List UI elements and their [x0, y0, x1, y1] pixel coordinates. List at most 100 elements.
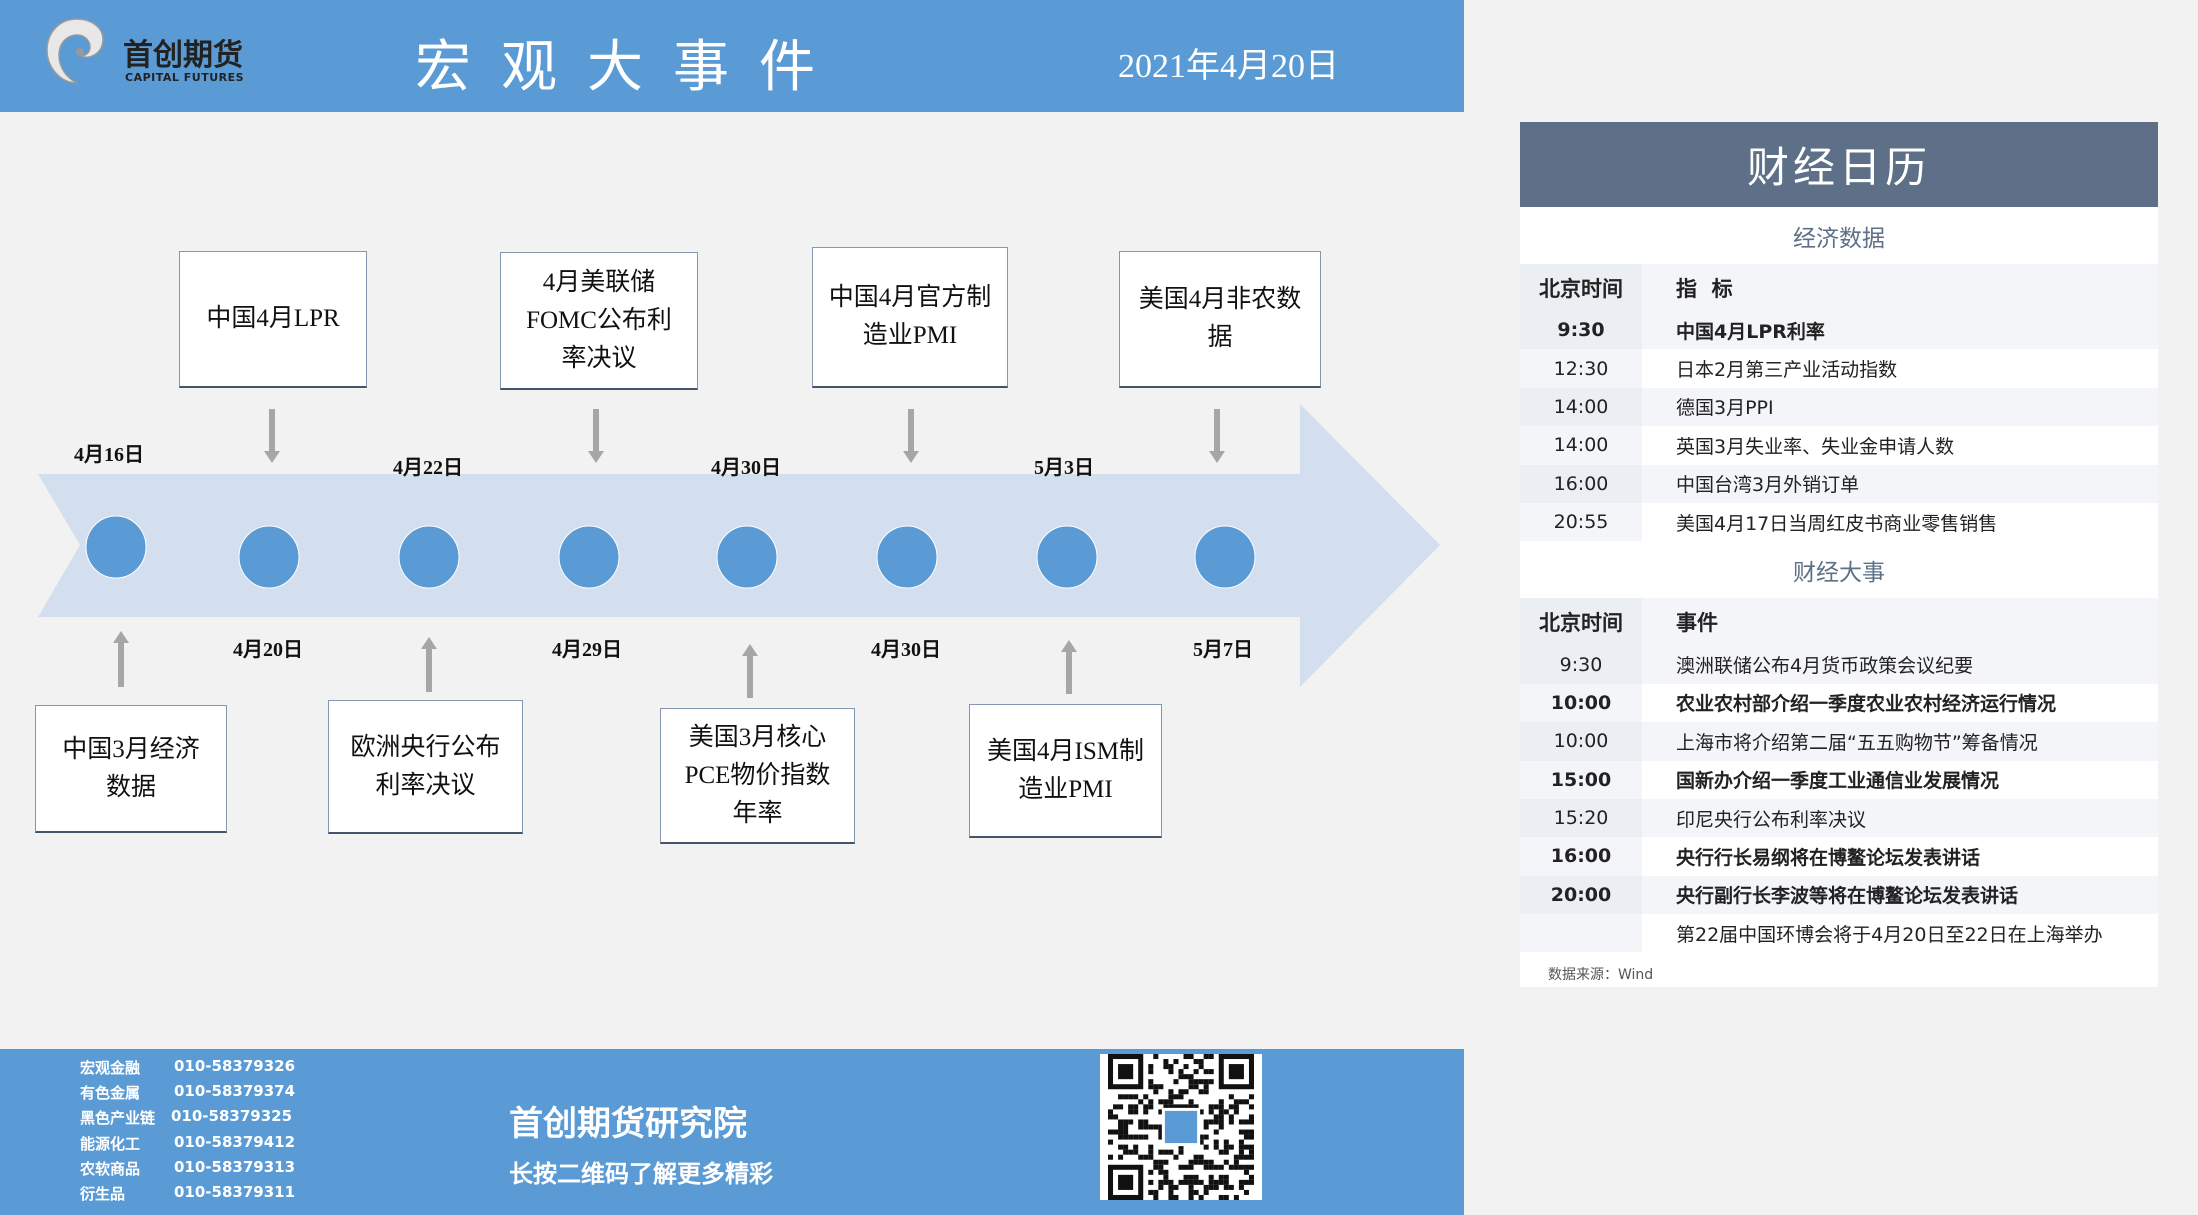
up-arrow-icon	[742, 644, 758, 698]
date-label: 4月22日	[393, 457, 463, 479]
row-item: 英国3月失业率、失业金申请人数	[1676, 435, 1955, 458]
row-item: 德国3月PPI	[1676, 397, 1774, 420]
econ-section-title: 经济数据	[1793, 225, 1885, 252]
contact-phone: 010-58379311	[174, 1183, 296, 1201]
institute-name: 首创期货研究院	[509, 1104, 747, 1144]
contact-phone: 010-58379326	[174, 1057, 296, 1075]
row-item: 农业农村部介绍一季度农业农村经济运行情况	[1676, 693, 2057, 716]
down-arrow-icon	[903, 409, 919, 463]
row-item: 澳洲联储公布4月货币政策会议纪要	[1676, 655, 1974, 678]
date-label: 4月30日	[871, 639, 941, 661]
contact-phone: 010-58379325	[171, 1107, 293, 1126]
col-item: 事件	[1676, 610, 1718, 635]
row-item: 中国4月LPR利率	[1676, 320, 1825, 343]
table-row: 9:30 中国4月LPR利率	[1520, 311, 2158, 350]
table-row: 10:00 上海市将介绍第二届“五五购物节”筹备情况	[1520, 722, 2158, 761]
event-box: 美国3月核心 PCE物价指数 年率	[660, 708, 855, 844]
row-item: 美国4月17日当周红皮书商业零售销售	[1676, 512, 1998, 535]
row-time: 20:00	[1520, 875, 1642, 915]
logo-subtext: CAPITAL FUTURES	[125, 71, 245, 84]
table-row: 16:00 央行行长易纲将在博鳌论坛发表讲话	[1520, 837, 2158, 876]
timeline-dot	[398, 525, 460, 589]
row-time: 20:55	[1520, 502, 1642, 542]
row-item: 日本2月第三产业活动指数	[1676, 359, 1898, 382]
date-label: 4月29日	[552, 639, 622, 661]
qr-code-icon[interactable]	[1100, 1054, 1262, 1200]
date-label: 5月7日	[1193, 639, 1253, 661]
up-arrow-icon	[113, 631, 129, 687]
contact-phone: 010-58379412	[174, 1132, 296, 1151]
slogan: 长按二维码了解更多精彩	[509, 1160, 773, 1188]
row-item: 国新办介绍一季度工业通信业发展情况	[1676, 770, 2000, 793]
row-time: 14:00	[1520, 387, 1642, 427]
row-time: 16:00	[1520, 837, 1642, 876]
down-arrow-icon	[264, 409, 280, 463]
date-label: 5月3日	[1034, 457, 1094, 479]
timeline-dot	[716, 525, 778, 589]
table-header: 北京时间 事件	[1520, 598, 2158, 646]
row-time: 14:00	[1520, 426, 1642, 465]
timeline-dot	[558, 525, 620, 589]
table-row: 14:00 英国3月失业率、失业金申请人数	[1520, 426, 2158, 465]
event-box: 中国4月LPR	[179, 251, 367, 388]
row-item: 上海市将介绍第二届“五五购物节”筹备情况	[1676, 731, 2038, 754]
table-row: 15:00 国新办介绍一季度工业通信业发展情况	[1520, 760, 2158, 799]
table-row: 20:55 美国4月17日当周红皮书商业零售销售	[1520, 502, 2158, 542]
row-item: 第22届中国环博会将于4月20日至22日在上海举办	[1676, 923, 2103, 946]
events-section-title: 财经大事	[1793, 559, 1885, 586]
date-label: 4月30日	[711, 457, 781, 479]
col-time: 北京时间	[1520, 264, 1642, 311]
event-box: 美国4月ISM制 造业PMI	[969, 704, 1162, 838]
row-item: 央行行长易纲将在博鳌论坛发表讲话	[1676, 846, 1981, 869]
row-time: 15:20	[1520, 798, 1642, 838]
row-time: 9:30	[1520, 311, 1642, 350]
down-arrow-icon	[588, 409, 604, 463]
date-label: 4月20日	[233, 639, 303, 661]
row-time: 15:00	[1520, 760, 1642, 799]
table-row: 第22届中国环博会将于4月20日至22日在上海举办	[1520, 914, 2158, 953]
timeline-dot	[1036, 525, 1098, 589]
up-arrow-icon	[1061, 640, 1077, 694]
report-date: 2021年4月20日	[1118, 48, 1339, 85]
timeline-dot	[1194, 525, 1256, 589]
contact-dept: 农软商品	[80, 1159, 141, 1178]
event-box: 中国4月官方制 造业PMI	[812, 247, 1008, 388]
event-box: 欧洲央行公布 利率决议	[328, 700, 523, 834]
row-item: 央行副行长李波等将在博鳌论坛发表讲话	[1676, 885, 2019, 908]
date-label: 4月16日	[74, 444, 144, 466]
row-time: 12:30	[1520, 349, 1642, 388]
down-arrow-icon	[1209, 409, 1225, 463]
contact-dept: 黑色产业链	[80, 1109, 156, 1128]
econ-table: 北京时间 指 标 9:30 中国4月LPR利率 12:30 日本2月第三产业活动指数 14…	[1520, 264, 2158, 542]
calendar-title: 财经日历	[1520, 122, 2158, 207]
col-time: 北京时间	[1520, 598, 1642, 646]
row-item: 印尼央行公布利率决议	[1676, 808, 1867, 831]
row-item: 中国台湾3月外销订单	[1676, 474, 1860, 497]
table-row: 20:00 央行副行长李波等将在博鳌论坛发表讲话	[1520, 875, 2158, 915]
table-row: 15:20 印尼央行公布利率决议	[1520, 798, 2158, 838]
timeline-dot	[85, 515, 147, 579]
event-box: 中国3月经济 数据	[35, 705, 227, 833]
header-banner	[0, 0, 1464, 112]
up-arrow-icon	[421, 637, 437, 692]
logo-swirl-icon	[46, 18, 104, 84]
contact-phone: 010-58379313	[174, 1157, 296, 1176]
data-source: 数据来源：Wind	[1548, 967, 1654, 984]
table-row: 12:30 日本2月第三产业活动指数	[1520, 349, 2158, 388]
table-row: 9:30 澳洲联储公布4月货币政策会议纪要	[1520, 645, 2158, 684]
event-box: 美国4月非农数 据	[1119, 251, 1321, 388]
row-time: 9:30	[1520, 645, 1642, 684]
contact-dept: 宏观金融	[80, 1059, 141, 1077]
col-item: 指 标	[1676, 276, 1733, 301]
page-title: 宏观大事件	[415, 35, 845, 100]
table-header: 北京时间 指 标	[1520, 264, 2158, 311]
contact-dept: 有色金属	[80, 1084, 141, 1103]
row-time: 10:00	[1520, 722, 1642, 761]
timeline-graphic	[38, 404, 1440, 698]
logo-text: 首创期货	[123, 38, 243, 73]
finance-calendar: 财经日历 经济数据 北京时间 指 标 9:30 中国4月LPR利率 12:30 日本2月…	[1520, 122, 2158, 987]
timeline-dot	[238, 525, 300, 589]
